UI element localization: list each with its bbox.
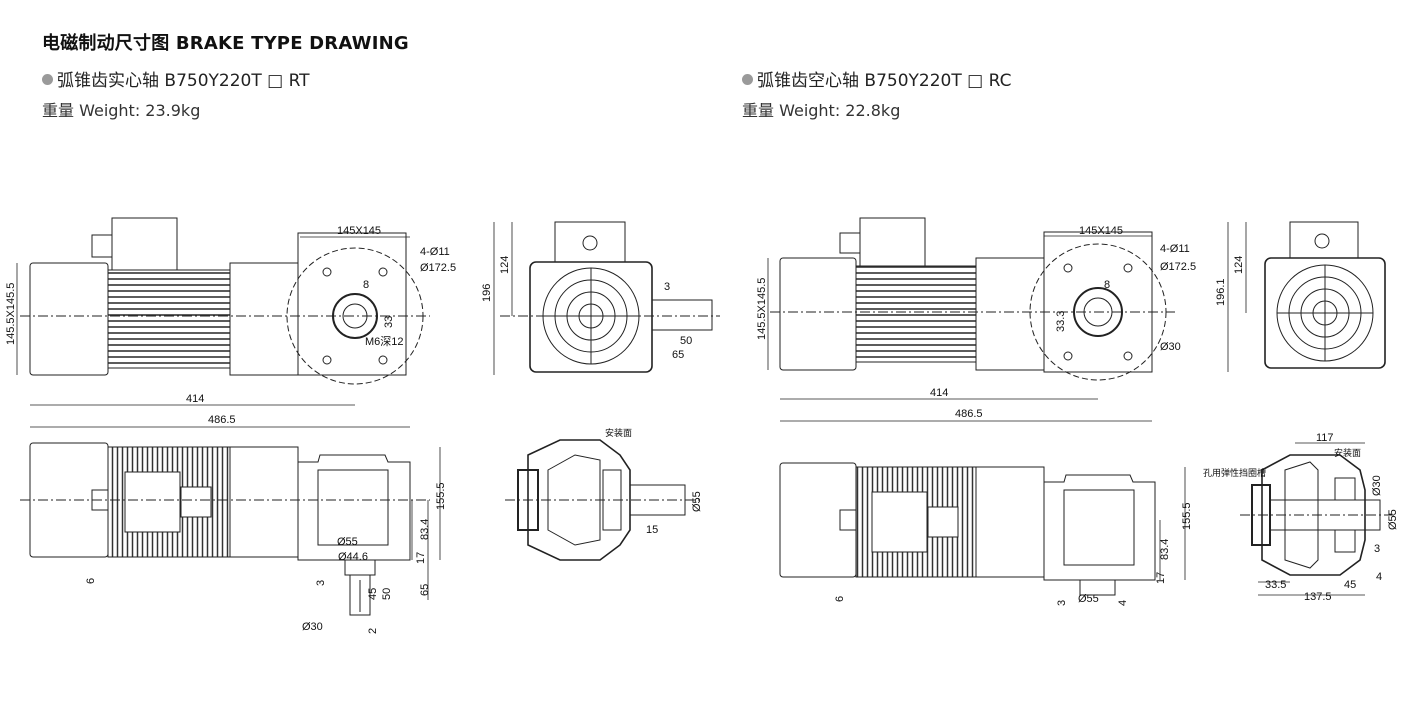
dim-tap: M6深12 bbox=[365, 335, 404, 348]
dim-flange: 145X145 bbox=[337, 225, 381, 237]
dim-h196: 196 bbox=[481, 284, 493, 302]
dim-6: 6 bbox=[834, 596, 846, 602]
left-section-view bbox=[505, 439, 700, 561]
right-top-view bbox=[779, 462, 1156, 596]
dim-155: 155.5 bbox=[1181, 502, 1193, 530]
dim-ring: 孔用弹性挡圈槽 bbox=[1203, 467, 1266, 478]
dim-4b: 4 bbox=[1117, 600, 1129, 606]
right-side-dimlines bbox=[767, 235, 1152, 422]
right-side-view bbox=[770, 217, 1175, 381]
dim-h124: 124 bbox=[1233, 256, 1245, 274]
dim-65b: 65 bbox=[419, 584, 431, 596]
dim-key8: 8 bbox=[363, 279, 369, 291]
left-top-view bbox=[20, 442, 430, 616]
dim-15: 15 bbox=[646, 524, 658, 536]
dim-h196: 196.1 bbox=[1215, 278, 1227, 306]
dim-d55: Ø55 bbox=[1078, 593, 1099, 605]
dim-45: 45 bbox=[1344, 579, 1356, 591]
right-dimension-labels: 145X145 4-Ø11 Ø172.5 145.5X145.5 414 486… bbox=[756, 225, 1399, 606]
dim-len1: 414 bbox=[186, 393, 204, 405]
dim-key33: 33 bbox=[383, 316, 395, 328]
dim-key8: 8 bbox=[1104, 279, 1110, 291]
dim-4: 4 bbox=[1376, 571, 1382, 583]
dim-335: 33.5 bbox=[1265, 579, 1286, 591]
dim-155: 155.5 bbox=[435, 482, 447, 510]
right-subtitle-text: 弧锥齿空心轴 B750Y220T □ RC bbox=[757, 71, 1012, 91]
dim-d55r: Ø55 bbox=[691, 491, 703, 512]
right-section-view bbox=[1240, 454, 1395, 576]
dim-3b: 3 bbox=[1056, 600, 1068, 606]
bullet-dot-icon bbox=[42, 74, 53, 85]
dim-mount: 安装面 bbox=[1334, 447, 1361, 458]
dim-2: 2 bbox=[367, 628, 379, 634]
dim-50: 50 bbox=[680, 335, 692, 347]
dim-50b: 50 bbox=[381, 588, 393, 600]
dim-pcd: Ø172.5 bbox=[1160, 261, 1196, 273]
right-section-dimlines bbox=[1258, 442, 1365, 596]
left-top-dimlines bbox=[411, 447, 441, 600]
dim-len2: 486.5 bbox=[208, 414, 236, 426]
dim-834: 83.4 bbox=[419, 519, 431, 540]
dim-holes: 4-Ø11 bbox=[420, 246, 450, 258]
left-subtitle: 弧锥齿实心轴 B750Y220T □ RT bbox=[42, 66, 310, 91]
dim-d55r: Ø55 bbox=[1387, 509, 1399, 530]
dim-65: 65 bbox=[672, 349, 684, 361]
left-subtitle-text: 弧锥齿实心轴 B750Y220T □ RT bbox=[57, 71, 310, 91]
dim-3: 3 bbox=[1374, 543, 1380, 555]
dim-len1: 414 bbox=[930, 387, 948, 399]
left-side-dimlines bbox=[16, 236, 410, 428]
dim-d446: Ø44.6 bbox=[338, 551, 368, 563]
dim-motor-h: 145.5X145.5 bbox=[5, 283, 17, 345]
left-front-dimlines bbox=[493, 222, 513, 375]
dim-flange: 145X145 bbox=[1079, 225, 1123, 237]
left-weight: 重量 Weight: 23.9kg bbox=[42, 101, 201, 120]
dim-1375: 137.5 bbox=[1304, 591, 1332, 603]
dim-holes: 4-Ø11 bbox=[1160, 243, 1190, 255]
left-front-view bbox=[500, 221, 720, 373]
left-dimension-labels: 145X145 4-Ø11 Ø172.5 145.5X145.5 414 486… bbox=[5, 225, 703, 634]
dim-3: 3 bbox=[664, 281, 670, 293]
bullet-dot-icon bbox=[742, 74, 753, 85]
right-weight: 重量 Weight: 22.8kg bbox=[742, 101, 901, 120]
dim-h124: 124 bbox=[499, 256, 511, 274]
dim-3b: 3 bbox=[315, 580, 327, 586]
dim-17: 17 bbox=[415, 552, 427, 564]
right-front-view bbox=[1264, 221, 1386, 369]
dim-17: 17 bbox=[1155, 572, 1167, 584]
dim-d55: Ø55 bbox=[337, 536, 358, 548]
dim-mount: 安装面 bbox=[605, 427, 632, 438]
page-title: 电磁制动尺寸图 BRAKE TYPE DRAWING bbox=[42, 33, 409, 54]
dim-key33: 33.3 bbox=[1055, 311, 1067, 332]
left-side-view bbox=[20, 217, 430, 385]
right-front-dimlines bbox=[1227, 222, 1247, 372]
dim-117: 117 bbox=[1316, 432, 1334, 444]
dim-834: 83.4 bbox=[1159, 539, 1171, 560]
dim-motor-h: 145.5X145.5 bbox=[756, 278, 768, 340]
dim-45: 45 bbox=[367, 588, 379, 600]
right-subtitle: 弧锥齿空心轴 B750Y220T □ RC bbox=[742, 66, 1011, 91]
dim-bore: Ø30 bbox=[1160, 341, 1181, 353]
dim-6: 6 bbox=[85, 578, 97, 584]
dim-pcd: Ø172.5 bbox=[420, 262, 456, 274]
right-top-dimlines bbox=[1159, 467, 1186, 580]
dim-d30: Ø30 bbox=[302, 621, 323, 633]
dim-len2: 486.5 bbox=[955, 408, 983, 420]
dim-d30: Ø30 bbox=[1371, 475, 1383, 496]
